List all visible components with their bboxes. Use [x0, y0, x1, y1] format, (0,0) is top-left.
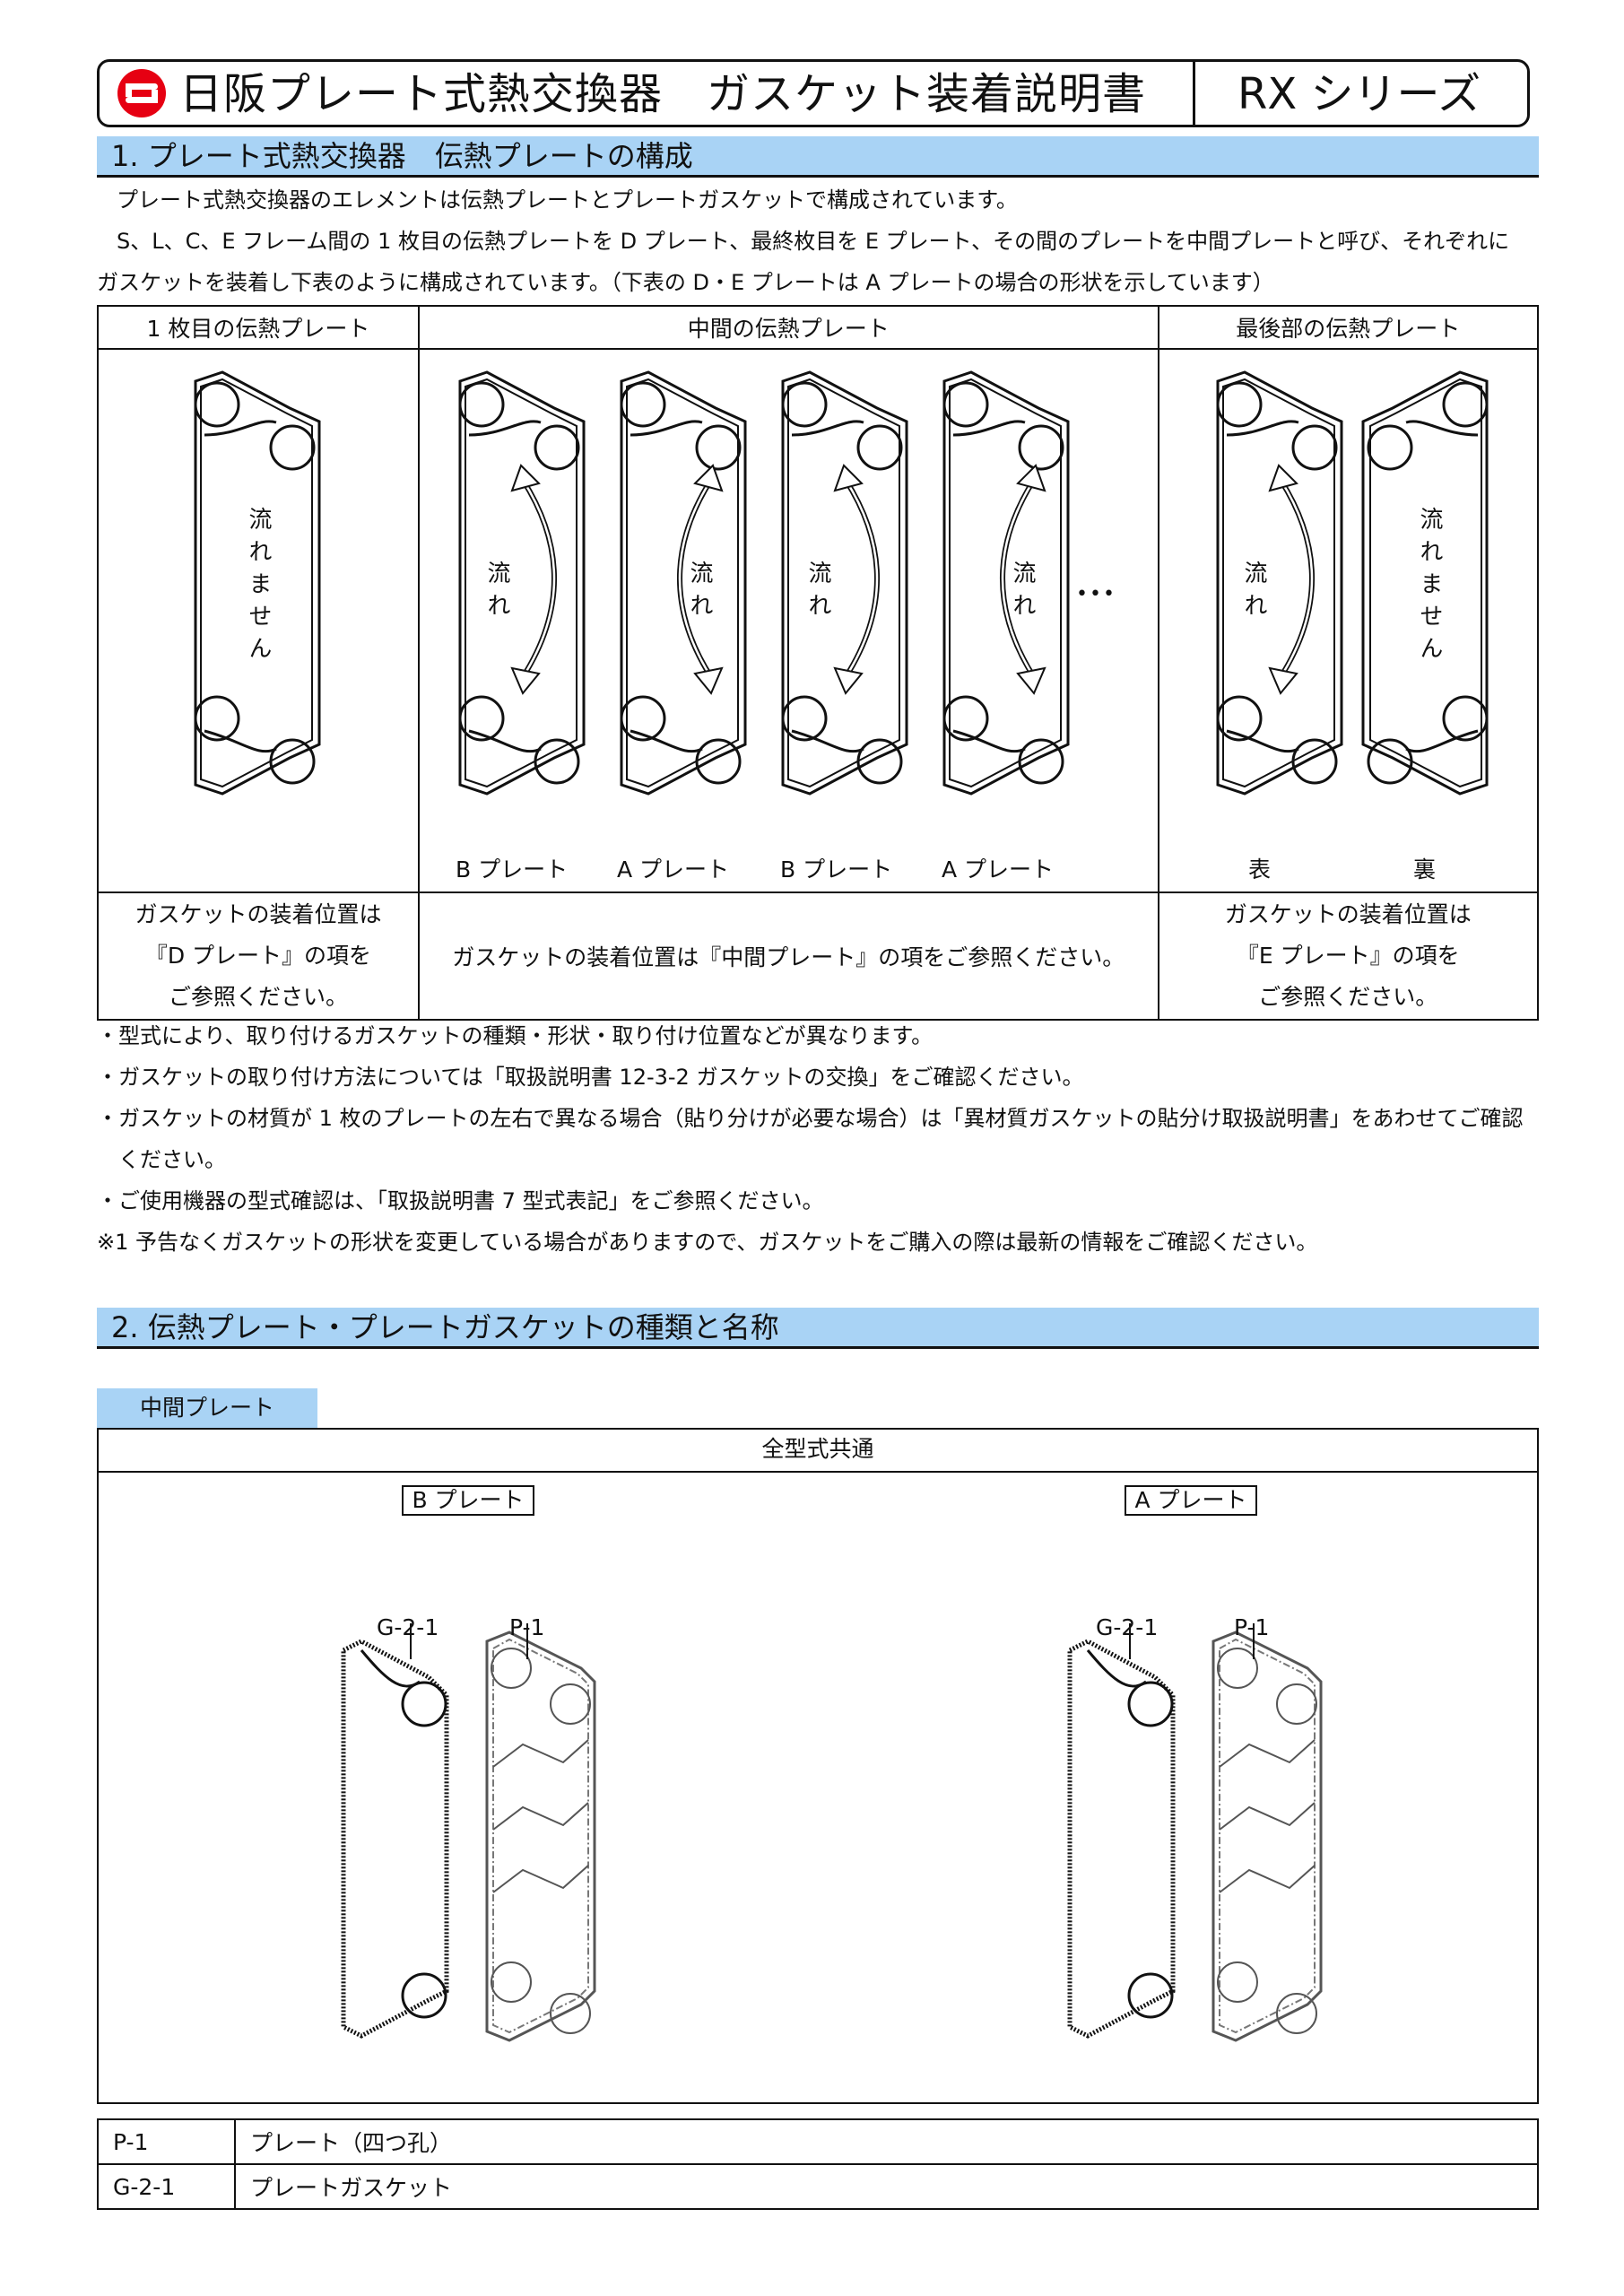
section1-para2b: ガスケットを装着し下表のように構成されています。（下表の D・E プレートは A… [97, 270, 1274, 295]
label-front: 表 [1248, 857, 1272, 883]
series-name: RX シリーズ [1238, 69, 1481, 119]
note-4: ・ご使用機器の型式確認は、「取扱説明書 7 型式表記」をご参照ください。 [97, 1188, 824, 1213]
middle-plate-tab: 中間プレート [97, 1388, 317, 1428]
title-box [97, 59, 1530, 127]
last-plate-note: ガスケットの装着位置は 『E プレート』の項を ご参照ください。 [1157, 891, 1540, 1021]
col-first-header: 1 枚目の伝熱プレート [97, 305, 420, 350]
label-back: 裏 [1413, 857, 1437, 883]
section1-para1: プレート式熱交換器のエレメントは伝熱プレートとプレートガスケットで構成されていま… [117, 187, 1018, 213]
section2-drawings [97, 1623, 1323, 2042]
legend-name: プレート（四つ孔） [234, 2118, 1539, 2165]
section1-heading: 1. プレート式熱交換器 伝熱プレートの構成 [97, 136, 1539, 178]
first-plate-cell [97, 348, 420, 893]
all-models-common: 全型式共通 [97, 1428, 1539, 1473]
last-plate-cell [1157, 348, 1540, 893]
a-plate-drawing [1211, 1631, 1323, 2042]
no-flow-text-e: 流れません [1416, 507, 1443, 668]
e-plate-front-drawing [1216, 370, 1343, 796]
note-3: ・ガスケットの材質が 1 枚のプレートの左右で異なる場合（貼り分けが必要な場合）… [97, 1106, 1524, 1131]
label-b-plate-1: B プレート [456, 857, 569, 883]
flow-text-5: 流れ [1240, 561, 1267, 625]
label-a-plate-1: A プレート [617, 857, 730, 883]
title-divider [1193, 59, 1195, 127]
note-2: ・ガスケットの取り付け方法については「取扱説明書 12-3-2 ガスケットの交換… [97, 1065, 1084, 1090]
flow-text-4: 流れ [1009, 561, 1036, 625]
first-plate-note: ガスケットの装着位置は 『D プレート』の項を ご参照ください。 [97, 891, 420, 1021]
note-5: ※1 予告なくガスケットの形状を変更している場合がありますので、ガスケットをご購… [97, 1230, 1318, 1255]
b-gasket-drawing [343, 1641, 447, 2036]
note-1: ・型式により、取り付けるガスケットの種類・形状・取り付け位置などが異なります。 [97, 1023, 934, 1048]
plate-type-box [97, 1428, 1539, 2104]
continuation-dots: ••• [1076, 583, 1116, 605]
col-middle-header: 中間の伝熱プレート [417, 305, 1159, 350]
label-b-plate-2: B プレート [780, 857, 893, 883]
b-plate-drawing-1 [458, 370, 586, 796]
section1-para2a: S、L、C、E フレーム間の 1 枚目の伝熱プレートを D プレート、最終枚目を… [117, 229, 1510, 254]
no-flow-text-d: 流れません [245, 507, 272, 668]
b-plate-tag: B プレート [402, 1485, 534, 1516]
flow-text-1: 流れ [483, 561, 510, 625]
middle-plate-note: ガスケットの装着位置は『中間プレート』の項をご参照ください。 [417, 891, 1159, 1021]
callout-gasket-a: G-2-1 [1096, 1614, 1159, 1640]
legend-code: G-2-1 [97, 2163, 236, 2210]
callout-plate-b: P-1 [509, 1614, 545, 1640]
callout-plate-a: P-1 [1234, 1614, 1270, 1640]
document-title: 日阪プレート式熱交換器 ガスケット装着説明書 [179, 69, 1147, 119]
legend-row: G-2-1 プレートガスケット [97, 2163, 1539, 2210]
section2-heading: 2. 伝熱プレート・プレートガスケットの種類と名称 [97, 1308, 1539, 1349]
legend-name: プレートガスケット [234, 2163, 1539, 2210]
flow-text-2: 流れ [686, 561, 713, 625]
b-plate-drawing [485, 1631, 596, 2042]
company-logo-icon [117, 69, 166, 117]
callout-gasket-b: G-2-1 [377, 1614, 439, 1640]
note-3-cont: ください。 [118, 1147, 226, 1172]
a-plate-tag: A プレート [1125, 1485, 1257, 1516]
legend-code: P-1 [97, 2118, 236, 2165]
flow-text-3: 流れ [804, 561, 831, 625]
a-gasket-drawing [1070, 1641, 1173, 2036]
parts-legend-table: P-1 プレート（四つ孔） G-2-1 プレートガスケット [97, 2118, 1539, 2210]
legend-row: P-1 プレート（四つ孔） [97, 2118, 1539, 2165]
label-a-plate-2: A プレート [942, 857, 1055, 883]
col-last-header: 最後部の伝熱プレート [1157, 305, 1540, 350]
